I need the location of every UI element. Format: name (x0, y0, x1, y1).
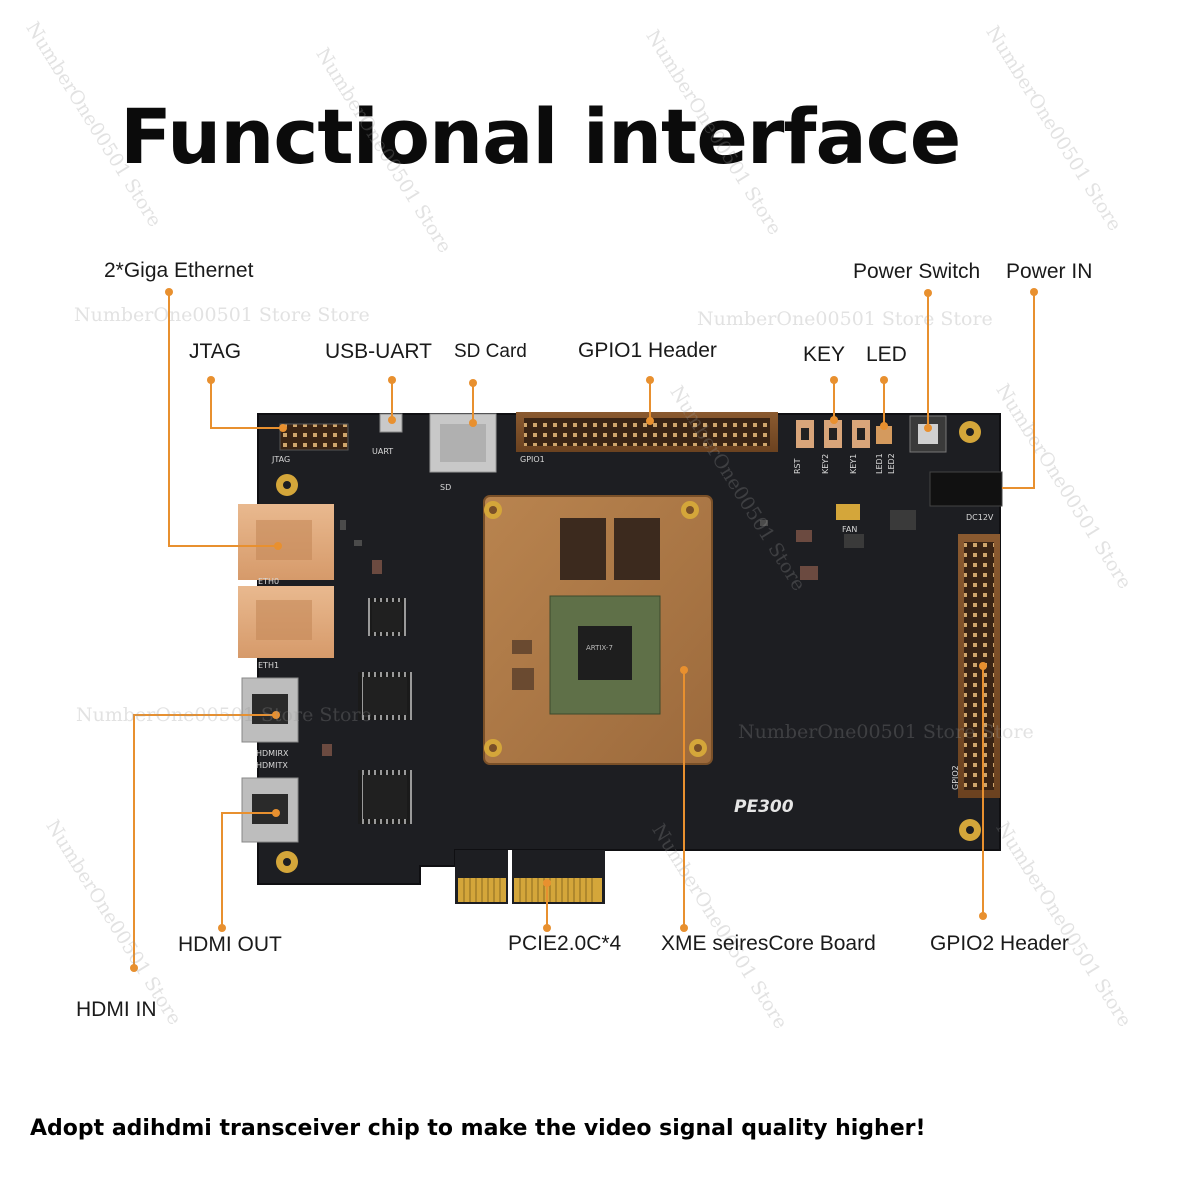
key-buttons (796, 420, 870, 448)
silk-rst: RST (793, 458, 802, 474)
label-led: LED (866, 343, 907, 366)
silk-eth0: ETH0 (258, 577, 279, 586)
jtag-header (279, 423, 349, 451)
silk-led1: LED1 (875, 453, 884, 474)
silk-led2: LED2 (887, 453, 896, 474)
silk-jtag: JTAG (271, 455, 290, 464)
label-gpio2-header: GPIO2 Header (930, 932, 1069, 955)
label-hdmi-out: HDMI OUT (178, 933, 282, 956)
watermark: NumberOne00501 Store Store (76, 704, 372, 726)
silk-key1: KEY1 (849, 454, 858, 474)
silk-hdmirx: HDMIRX (256, 749, 289, 758)
watermark: NumberOne00501 Store Store (74, 304, 370, 326)
silk-dc12v: DC12V (966, 513, 994, 522)
led-pair (876, 426, 892, 444)
mounting-holes (276, 421, 981, 873)
silk-hdmitx: HDMITX (256, 761, 288, 770)
silk-uart: UART (372, 447, 393, 456)
label-key: KEY (803, 343, 846, 366)
board-model: PE300 (734, 797, 794, 817)
fan-header (836, 504, 860, 520)
silk-fan: FAN (842, 525, 857, 534)
label-core-board: XME seiresCore Board (661, 932, 876, 955)
callout-dots (130, 288, 1038, 972)
label-hdmi-in: HDMI IN (76, 998, 157, 1021)
footer-caption: Adopt adihdmi transceiver chip to make t… (30, 1116, 926, 1141)
pcie-gold-fingers (458, 878, 602, 902)
label-pcie: PCIE2.0C*4 (508, 932, 622, 955)
page-title: Functional interface (120, 92, 961, 181)
callout-lines (133, 292, 1035, 968)
silk-fpga: ARTIX-7 (586, 644, 613, 652)
label-gpio1-header: GPIO1 Header (578, 339, 717, 362)
silk-gpio2: GPIO2 (951, 765, 960, 790)
silk-gpio1: GPIO1 (520, 455, 545, 464)
label-usb-uart: USB-UART (325, 340, 432, 363)
label-power-switch: Power Switch (853, 260, 981, 283)
dc-jack (929, 471, 1003, 507)
label-power-in: Power IN (1006, 260, 1093, 283)
label-sd-card: SD Card (454, 341, 527, 362)
watermark: NumberOne00501 Store Store (738, 721, 1034, 743)
label-jtag: JTAG (189, 340, 242, 363)
silk-sd: SD (440, 483, 451, 492)
watermark: NumberOne00501 Store Store (697, 308, 993, 330)
label-giga-ethernet: 2*Giga Ethernet (104, 259, 254, 282)
silk-key2: KEY2 (821, 454, 830, 474)
core-board (483, 495, 713, 765)
hdmi-tx-port (241, 777, 299, 843)
silk-eth1: ETH1 (258, 661, 279, 670)
